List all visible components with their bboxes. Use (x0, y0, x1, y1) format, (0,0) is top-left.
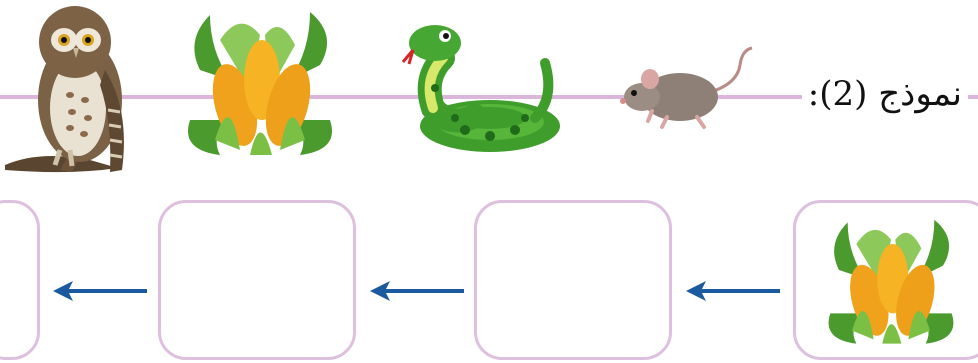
arrow-left-icon (370, 281, 464, 301)
food-chain-box-4 (0, 200, 40, 360)
corn-image (188, 12, 332, 155)
food-chain-box-2 (474, 200, 672, 360)
food-chain-box-1 (793, 200, 978, 360)
food-chain-box-3 (158, 200, 356, 360)
example-title: نموذج (2): (801, 74, 968, 114)
arrow-left-icon (53, 281, 147, 301)
mouse-image (620, 46, 753, 129)
arrow-left-icon (686, 281, 780, 301)
snake-image (401, 25, 560, 152)
owl-image (5, 6, 124, 173)
corn-image (828, 219, 954, 344)
divider-line (0, 95, 978, 99)
